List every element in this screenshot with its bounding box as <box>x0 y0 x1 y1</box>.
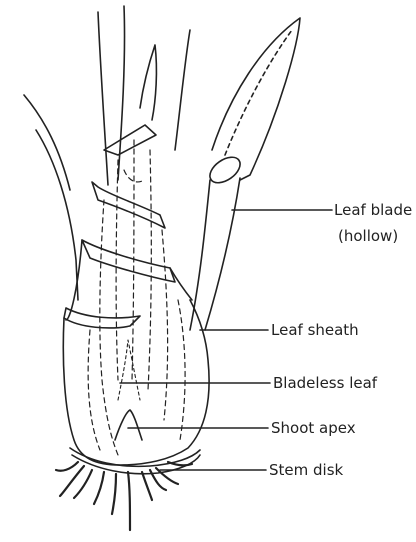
hollow-blade-tube <box>190 178 240 330</box>
bulb-left-wall <box>66 240 82 320</box>
thin-leaf-a <box>140 45 156 120</box>
sheath-lower-collar <box>64 308 140 328</box>
sheath-top <box>104 125 156 155</box>
label-leaf-blade: Leaf blade <box>334 201 412 219</box>
label-shoot-apex: Shoot apex <box>271 419 356 437</box>
shoot-apex-mark <box>115 410 142 440</box>
label-leaf-sheath: Leaf sheath <box>271 321 359 339</box>
inner-dashed-scales <box>88 140 185 455</box>
sheath-middle <box>82 240 175 282</box>
outer-leaf-left <box>24 95 78 300</box>
shoot-apex-inner <box>118 340 140 400</box>
thin-leaf-b <box>175 30 190 150</box>
outer-leaf-center <box>98 6 125 185</box>
label-bladeless-leaf: Bladeless leaf <box>273 374 378 392</box>
bulb-right-wall <box>170 268 192 300</box>
label-stem-disk: Stem disk <box>269 461 344 479</box>
label-leaf-blade-hollow: (hollow) <box>338 227 398 245</box>
